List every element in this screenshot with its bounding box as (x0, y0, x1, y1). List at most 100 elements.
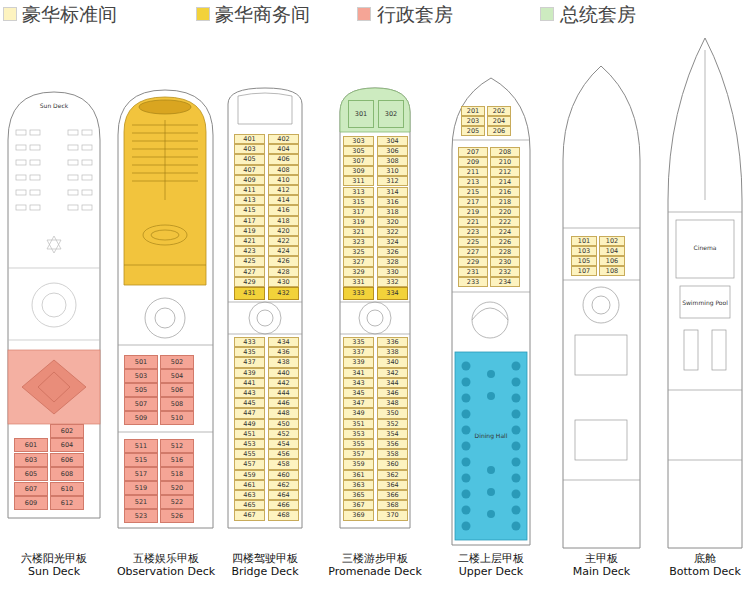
cabin-number: 410 (277, 176, 289, 184)
upper-deck-outline-part-part (512, 362, 521, 371)
observation-deck-outline-part-part (124, 265, 206, 266)
sun-deck-outline-part (22, 360, 86, 414)
bottom-deck-outline-part-part (705, 50, 706, 200)
bottom-deck-outline-part-part (684, 330, 698, 370)
cabin-box: 302 (378, 100, 404, 128)
cabin-number: 316 (386, 198, 398, 206)
cabin-box: 450 (268, 419, 299, 429)
cabin-box: 521 (124, 495, 158, 509)
deck-plan: 二楼上层甲板Upper Deck201202203204205206207208… (450, 82, 532, 590)
cabin-box: 220 (490, 207, 520, 217)
cabin-box: 467 (234, 510, 265, 520)
cabin-number: 221 (467, 218, 479, 226)
cabin-box: 353 (343, 429, 374, 439)
upper-deck-outline-part-part (512, 458, 521, 467)
cabin-number: 370 (386, 511, 398, 519)
cabin-number: 332 (386, 278, 398, 286)
upper-deck-outline-part-part (462, 506, 471, 515)
cabin-box: 213 (458, 177, 488, 187)
cabin-box: 515 (124, 453, 158, 467)
cabin-box: 101 (571, 236, 597, 246)
sun-deck-outline-part-part (16, 160, 26, 165)
cabin-number: 425 (243, 257, 255, 265)
cabin-box: 308 (377, 156, 408, 166)
cabin-number: 607 (25, 485, 37, 493)
bridge-deck-outline-part-part (249, 302, 281, 334)
cabin-number: 453 (243, 440, 255, 448)
legend-swatch (357, 7, 371, 21)
legend-swatch (540, 7, 554, 21)
cabin-number: 347 (352, 399, 364, 407)
cabin-box: 407 (234, 165, 265, 175)
cabin-number: 302 (385, 110, 397, 118)
cabin-number: 406 (277, 155, 289, 163)
cabin-number: 202 (493, 107, 505, 115)
main-deck-outline-part-part (583, 287, 619, 323)
deck-name: 主甲板Main Deck (573, 552, 630, 578)
cabin-box: 608 (50, 467, 84, 481)
cabin-box: 207 (458, 147, 488, 157)
area-label: Swimming Pool (681, 299, 729, 306)
cabin-number: 349 (352, 409, 364, 417)
cabin-box: 332 (377, 277, 408, 287)
cabin-number: 337 (352, 348, 364, 356)
cabin-box: 369 (343, 510, 374, 520)
cabin-number: 423 (243, 247, 255, 255)
main-deck-outline-part-part (563, 228, 640, 229)
cabin-box: 522 (160, 495, 194, 509)
deck-name-line: Bottom Deck (669, 565, 741, 578)
cabin-box: 343 (343, 378, 374, 388)
cabin-number: 225 (467, 238, 479, 246)
cabin-box: 418 (268, 216, 299, 226)
cabin-box: 306 (377, 146, 408, 156)
upper-deck-outline-part-part (512, 442, 521, 451)
cabin-box: 518 (160, 467, 194, 481)
cabin-number: 461 (243, 481, 255, 489)
cabin-number: 421 (243, 237, 255, 245)
sun-deck-outline-part-part (8, 268, 100, 269)
sun-deck-outline-part-part (82, 160, 92, 165)
sun-deck-outline-part-part (68, 145, 78, 150)
cabin-box: 108 (599, 266, 625, 276)
bottom-deck-outline-part (668, 38, 742, 548)
deck-name-line: 六楼阳光甲板 (21, 552, 87, 565)
cabin-number: 320 (386, 218, 398, 226)
cabin-number: 340 (386, 358, 398, 366)
upper-deck-outline-part-part (512, 506, 521, 515)
cabin-number: 343 (352, 379, 364, 387)
cabin-number: 334 (386, 289, 398, 297)
cabin-number: 107 (578, 267, 590, 275)
legend-swatch (196, 7, 210, 21)
cabin-number: 449 (243, 420, 255, 428)
cabin-box: 444 (268, 388, 299, 398)
cabin-number: 404 (277, 145, 289, 153)
bridge-deck-outline-part-part (228, 334, 302, 335)
cabin-number: 103 (578, 247, 590, 255)
bridge-deck-outline-part-part (238, 93, 292, 124)
deck-name: 二楼上层甲板Upper Deck (458, 552, 524, 578)
cabin-number: 353 (352, 430, 364, 438)
cabin-box: 451 (234, 429, 265, 439)
cabin-box: 449 (234, 419, 265, 429)
cabin-number: 315 (352, 198, 364, 206)
deck-name: 六楼阳光甲板Sun Deck (21, 552, 87, 578)
cabin-box: 232 (490, 267, 520, 277)
cabin-box: 419 (234, 226, 265, 236)
upper-deck-outline-part-part (462, 490, 471, 499)
cabin-box: 337 (343, 347, 374, 357)
cabin-box: 435 (234, 347, 265, 357)
sun-deck-outline-part-part (16, 190, 26, 195)
cabin-number: 355 (352, 440, 364, 448)
cabin-box: 364 (377, 480, 408, 490)
main-deck-outline-part-part (575, 420, 627, 460)
cabin-box: 318 (377, 207, 408, 217)
cabin-box: 415 (234, 205, 265, 215)
deck-name-line: Main Deck (573, 565, 630, 578)
cabin-number: 206 (493, 127, 505, 135)
cabin-number: 415 (243, 206, 255, 214)
cabin-box: 323 (343, 237, 374, 247)
cabin-box: 226 (490, 237, 520, 247)
cabin-box: 460 (268, 470, 299, 480)
cabin-box: 425 (234, 256, 265, 266)
deck-plan: 底舱Bottom Deck (666, 82, 744, 590)
